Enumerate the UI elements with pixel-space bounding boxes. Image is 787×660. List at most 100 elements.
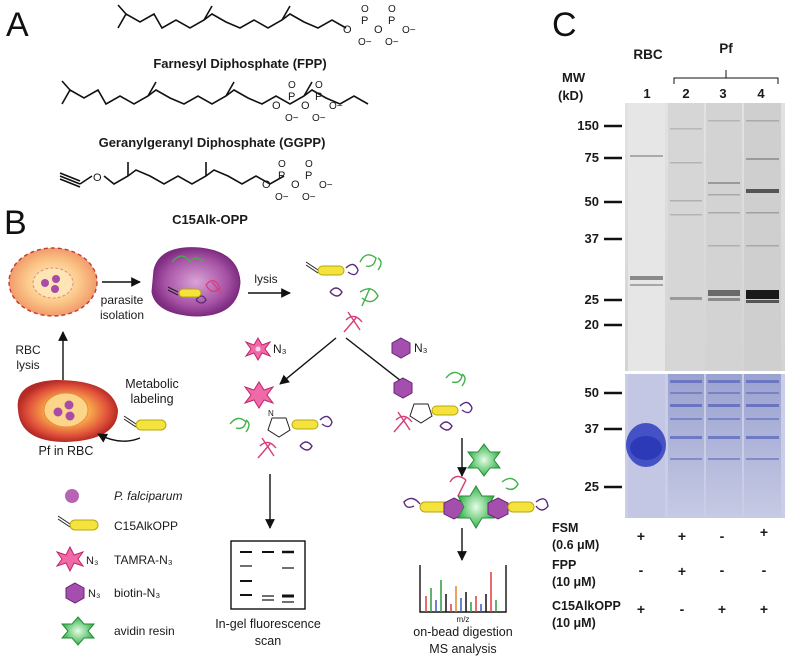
svg-text:O−: O− xyxy=(285,113,299,124)
ms-caption-1: on-bead digestion xyxy=(413,625,512,639)
legend-biotin-label: biotin-N₃ xyxy=(114,586,160,600)
cond-c15-conc: (10 μM) xyxy=(552,616,596,630)
avidin-reagent xyxy=(467,443,501,477)
fsm-lane1: + xyxy=(637,528,645,544)
gel-scan-icon xyxy=(230,540,306,610)
kd-label: (kD) xyxy=(558,88,583,103)
legend-pf-label: P. falciparum xyxy=(114,489,182,503)
c15-lane2: - xyxy=(680,601,685,617)
svg-text:O: O xyxy=(315,80,323,91)
bead-complex xyxy=(403,475,549,529)
cond-fpp-conc: (10 μM) xyxy=(552,575,596,589)
mw-37: 37 xyxy=(585,231,599,246)
pf-bracket xyxy=(673,70,779,84)
legend: P. falciparum C15AlkOPP N₃ TAMRA-N₃ N₃ b… xyxy=(55,489,182,646)
metabolic-labeling-label-2: labeling xyxy=(130,392,173,406)
ms-axis-label: m/z xyxy=(457,615,470,624)
legend-biotin-n3: N₃ xyxy=(88,588,100,600)
lysis-label: lysis xyxy=(254,272,277,286)
biotin-clicked-proteins xyxy=(393,371,473,433)
svg-text:O: O xyxy=(361,4,369,15)
c15-lane4: + xyxy=(760,601,768,617)
svg-text:O: O xyxy=(291,179,300,191)
c15-lane3: + xyxy=(718,601,726,617)
lane-3: 3 xyxy=(719,86,726,101)
svg-text:O−: O− xyxy=(302,192,316,203)
fsm-lane3: - xyxy=(720,528,725,544)
svg-text:O: O xyxy=(343,24,352,36)
svg-text:P: P xyxy=(361,15,368,27)
ggpp-structure xyxy=(61,80,369,106)
cond-c15-name: C15AlkOPP xyxy=(552,599,621,613)
c15alk-name: C15Alk-OPP xyxy=(172,212,248,227)
c15alk-ether-o: O xyxy=(93,172,102,184)
ggpp-phosphate: O P O O− O P O O− O− xyxy=(272,80,343,124)
svg-text:O−: O− xyxy=(358,37,372,48)
panel-c-label: C xyxy=(552,6,577,44)
conditions-table: FSM (0.6 μM) FPP (10 μM) C15AlkOPP (10 μ… xyxy=(552,521,768,630)
lane-4: 4 xyxy=(757,86,765,101)
svg-text:O: O xyxy=(305,159,313,170)
rbc-lysis-label-1: RBC xyxy=(15,343,41,357)
cond-fpp-name: FPP xyxy=(552,558,576,572)
fpp-lane1: - xyxy=(639,562,644,578)
lysate-proteins xyxy=(305,254,382,333)
cond-fsm-name: FSM xyxy=(552,521,578,535)
panel-b-label: B xyxy=(4,204,27,242)
fpp-structure xyxy=(117,4,347,30)
mw-bottom-50: 50 xyxy=(585,385,599,400)
lane-2: 2 xyxy=(682,86,689,101)
legend-probe-label: C15AlkOPP xyxy=(114,519,178,533)
mw-bottom-25: 25 xyxy=(585,479,599,494)
svg-text:O: O xyxy=(288,80,296,91)
mw-20: 20 xyxy=(585,317,599,332)
svg-text:O−: O− xyxy=(385,37,399,48)
svg-text:P: P xyxy=(388,15,395,27)
mw-markers-bottom: 50 37 25 xyxy=(585,385,622,494)
metabolic-labeling-label-1: Metabolic xyxy=(125,377,179,391)
c15alk-structure xyxy=(59,162,285,188)
fpp-name: Farnesyl Diphosphate (FPP) xyxy=(153,56,326,71)
svg-text:O: O xyxy=(278,159,286,170)
mw-150: 150 xyxy=(577,118,599,133)
svg-text:O−: O− xyxy=(275,192,289,203)
fpp-lane3: - xyxy=(720,562,725,578)
svg-text:O: O xyxy=(272,100,281,112)
biotin-reagent xyxy=(391,337,411,359)
svg-text:O: O xyxy=(374,24,383,36)
mw-label: MW xyxy=(562,70,586,85)
legend-probe-icon xyxy=(57,515,99,531)
gel-caption-1: In-gel fluorescence xyxy=(215,617,321,631)
legend-pf-icon xyxy=(65,489,79,503)
biotin-n3-label: N₃ xyxy=(414,341,428,355)
c15alk-phosphate: O P O O− O P O O− O− xyxy=(262,159,333,203)
tamra-n3-label: N₃ xyxy=(273,342,287,356)
panel-a-label: A xyxy=(6,6,29,44)
tamra-reagent xyxy=(244,336,272,362)
fluorescence-gel xyxy=(625,103,785,371)
mw-markers-top: 150 75 50 37 25 20 xyxy=(577,118,622,332)
arrow-to-tamra xyxy=(279,337,337,385)
lane-1: 1 xyxy=(643,86,650,101)
pf-in-rbc-cell xyxy=(17,380,118,442)
svg-text:P: P xyxy=(315,91,322,103)
coomassie-gel xyxy=(625,374,785,518)
probe-icon-labeling xyxy=(123,415,167,431)
svg-text:O−: O− xyxy=(319,180,333,191)
svg-text:P: P xyxy=(305,170,312,182)
rbc-header: RBC xyxy=(633,47,662,62)
svg-text:O: O xyxy=(301,100,310,112)
legend-avidin-label: avidin resin xyxy=(114,624,175,638)
fpp-lane4: - xyxy=(762,562,767,578)
svg-text:O−: O− xyxy=(329,101,343,112)
legend-avidin-icon xyxy=(60,616,96,646)
legend-tamra-icon xyxy=(55,545,85,573)
legend-tamra-label: TAMRA-N₃ xyxy=(114,553,173,567)
svg-text:O−: O− xyxy=(402,25,416,36)
ggpp-name: Geranylgeranyl Diphosphate (GGPP) xyxy=(99,135,326,150)
arrow-labeling xyxy=(97,433,141,443)
mw-bottom-37: 37 xyxy=(585,421,599,436)
svg-text:O: O xyxy=(262,179,271,191)
mw-75: 75 xyxy=(585,150,599,165)
